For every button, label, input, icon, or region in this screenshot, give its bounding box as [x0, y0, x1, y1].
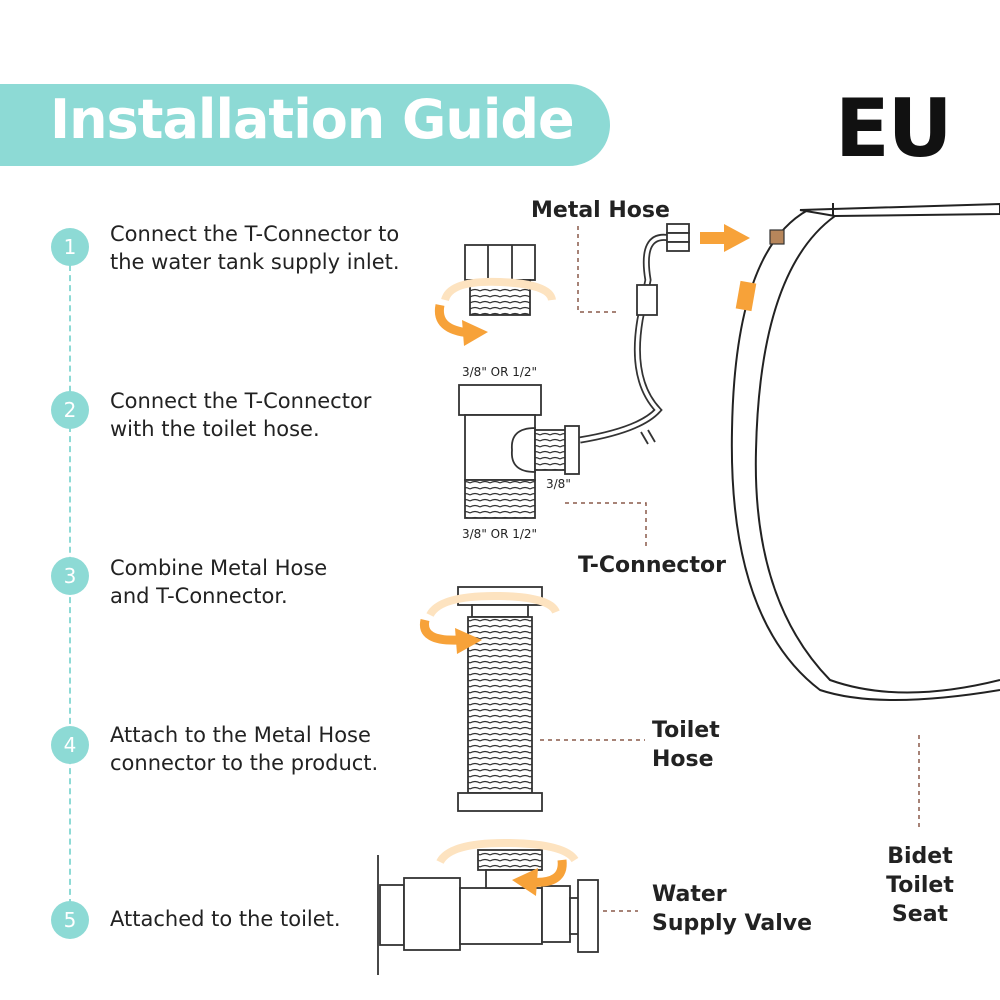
water-valve-drawing	[377, 849, 599, 975]
t-connector-drawing	[458, 384, 580, 519]
page-title: Installation Guide	[50, 88, 575, 151]
step-2-number: 2	[51, 391, 89, 429]
step-4-number: 4	[51, 726, 89, 764]
right-arrow-icon	[700, 224, 750, 252]
step-1-number: 1	[51, 228, 89, 266]
water-supply-valve-label: Water Supply Valve	[652, 882, 813, 936]
toilet-hose-drawing	[457, 586, 543, 812]
step-1-text: Connect the T-Connector to the water tan…	[110, 222, 400, 274]
metal-hose-label: Metal Hose	[531, 198, 670, 223]
bottom-size-label: 3/8" OR 1/2"	[462, 527, 538, 541]
top-size-label: 3/8" OR 1/2"	[462, 365, 538, 379]
rotate-arrow-icon	[436, 838, 579, 896]
t-connector-label: T-Connector	[578, 553, 726, 578]
step-5-number: 5	[51, 901, 89, 939]
step-5-text: Attached to the toilet.	[110, 907, 341, 931]
side-size-label: 3/8"	[546, 477, 571, 491]
metal-hose-drawing	[579, 223, 690, 445]
step-2-text: Connect the T-Connector with the toilet …	[110, 389, 372, 441]
title-banner	[0, 84, 610, 166]
bidet-toilet-seat-label: Bidet Toilet Seat	[886, 844, 954, 927]
bidet-seat-drawing	[730, 202, 1000, 701]
step-3-text: Combine Metal Hose and T-Connector.	[110, 556, 328, 608]
step-4-text: Attach to the Metal Hose connector to th…	[110, 723, 379, 775]
region-badge: EU	[835, 82, 953, 175]
toilet-hose-label: Toilet Hose	[652, 718, 720, 772]
rotate-arrow-icon	[419, 591, 560, 654]
step-3-number: 3	[51, 557, 89, 595]
rotate-arrow-icon	[434, 277, 556, 346]
leader-lines	[540, 226, 920, 912]
